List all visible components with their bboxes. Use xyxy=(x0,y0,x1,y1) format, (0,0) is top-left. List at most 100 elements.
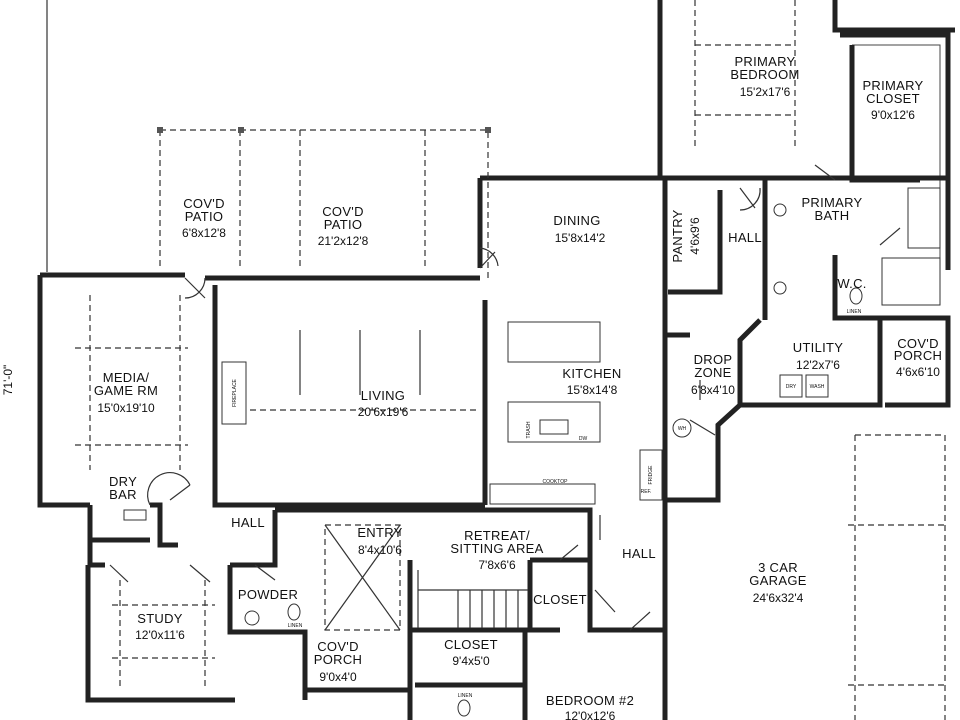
room-size: 15'2x17'6 xyxy=(740,85,791,99)
room-size: 12'0x11'6 xyxy=(135,628,185,642)
drop-zone-wall xyxy=(665,403,742,503)
door-swing xyxy=(689,419,716,436)
fixture-label: LINEN xyxy=(458,693,473,699)
fixture-labels: COOKTOP FIREPLACE FRIDGE REF. DW TRASH W… xyxy=(232,309,862,699)
room-pantry: PANTRY 4'6x9'6 xyxy=(670,209,702,262)
room-size: 9'0x4'0 xyxy=(319,670,357,684)
room-name: BEDROOM xyxy=(730,67,799,82)
study-outer xyxy=(85,565,235,703)
powder-walls xyxy=(227,565,308,700)
room-primary-closet: PRIMARY CLOSET 9'0x12'6 xyxy=(862,78,923,122)
door-swing xyxy=(814,164,836,181)
room-name: MEDIA/ xyxy=(103,370,150,385)
fixture-label: WASH xyxy=(810,384,825,390)
room-wc: W.C. xyxy=(837,276,866,291)
fixture-label: COOKTOP xyxy=(543,479,569,485)
room-size: 12'2x7'6 xyxy=(796,358,840,372)
patio-beams xyxy=(159,130,426,270)
toilet-icon xyxy=(287,603,301,621)
doors xyxy=(109,164,901,631)
room-covd-patio-small: COV'D PATIO 6'8x12'8 xyxy=(182,196,226,240)
entry-x xyxy=(324,524,401,631)
room-name: BAR xyxy=(109,487,137,502)
media-left-wall xyxy=(37,275,90,508)
room-name: COV'D xyxy=(183,196,225,211)
primary-closet-outer xyxy=(840,32,951,270)
room-size: 4'6x6'10 xyxy=(896,365,940,379)
room-name: SITTING AREA xyxy=(450,541,543,556)
room-size: 9'0x12'6 xyxy=(871,108,915,122)
garage-bay-dash xyxy=(848,524,945,686)
door-swing xyxy=(879,227,901,246)
room-size: 15'0x19'10 xyxy=(97,401,155,415)
room-size: 15'8x14'2 xyxy=(555,231,606,245)
room-primary-bedroom: PRIMARY BEDROOM 15'2x17'6 xyxy=(730,54,799,99)
toilet-icon xyxy=(457,699,471,717)
fixture-label: FRIDGE xyxy=(648,465,654,485)
fixture-label: WH xyxy=(678,426,687,432)
door-swing xyxy=(109,564,211,583)
room-closet-lower: CLOSET 9'4x5'0 xyxy=(444,637,498,668)
room-kitchen: KITCHEN 15'8x14'8 xyxy=(562,366,621,397)
fireplace-icon xyxy=(221,361,247,425)
room-name: PANTRY xyxy=(670,209,685,262)
door-swing xyxy=(254,564,276,581)
fixture-label: REF. xyxy=(641,489,652,495)
primary-wing-wall-top xyxy=(832,0,955,33)
room-name: COV'D xyxy=(322,204,364,219)
room-name: 3 CAR xyxy=(758,560,798,575)
room-size: 6'8x12'8 xyxy=(182,226,226,240)
room-entry: ENTRY 8'4x10'6 xyxy=(357,525,402,557)
room-name: PATIO xyxy=(324,217,363,232)
fridge-icon xyxy=(639,449,663,501)
washer-icon xyxy=(805,374,829,398)
patio-post xyxy=(485,127,491,133)
wc-wall xyxy=(832,255,880,321)
door-swing xyxy=(147,472,191,506)
walls xyxy=(37,0,955,720)
patio-post xyxy=(238,127,244,133)
patio-post xyxy=(157,127,163,133)
study-ceiling-dash xyxy=(112,580,215,690)
room-size: 8'4x10'6 xyxy=(358,543,402,557)
room-name: BEDROOM #2 xyxy=(546,693,634,708)
water-heater-icon xyxy=(672,418,692,438)
living-walls xyxy=(212,285,485,508)
room-name: RETREAT/ xyxy=(464,528,530,543)
bathtub-icon xyxy=(907,187,941,249)
room-name: GARAGE xyxy=(749,573,806,588)
lavatory-icon xyxy=(773,203,787,217)
pantry-wall xyxy=(668,190,723,295)
fixture-label: LINEN xyxy=(847,309,862,315)
room-garage: 3 CAR GARAGE 24'6x32'4 xyxy=(749,560,806,605)
room-living: LIVING 20'6x19'6 xyxy=(358,388,409,419)
room-dry-bar: DRY BAR xyxy=(109,474,137,502)
room-name: DINING xyxy=(553,213,600,228)
room-name: PORCH xyxy=(894,348,942,363)
shower-stall xyxy=(881,257,941,306)
patio-structure xyxy=(75,0,946,720)
room-size: 24'6x32'4 xyxy=(753,591,804,605)
hall-right-wall xyxy=(230,510,278,568)
room-covd-porch-front: COV'D PORCH 9'0x4'0 xyxy=(314,639,362,684)
toilet-icon xyxy=(849,287,863,305)
room-size: 4'6x9'6 xyxy=(688,217,702,255)
room-media: MEDIA/ GAME RM 15'0x19'10 xyxy=(94,370,158,415)
room-size: 12'0x12'6 xyxy=(565,709,616,720)
room-size: 15'8x14'8 xyxy=(567,383,618,397)
room-name: COV'D xyxy=(897,336,939,351)
sink-icon xyxy=(539,419,569,435)
door-swing xyxy=(479,247,499,269)
room-hall-top: HALL xyxy=(728,230,762,245)
living-beams xyxy=(299,330,421,395)
room-name: STUDY xyxy=(137,611,183,626)
room-size: 7'8x6'6 xyxy=(478,558,516,572)
door-swing xyxy=(739,187,761,211)
bedroom-ceiling-dash xyxy=(694,0,796,150)
door-swing xyxy=(594,589,651,631)
lavatory-icon xyxy=(244,610,260,626)
fixture-label: DW xyxy=(579,436,588,442)
room-name: CLOSET xyxy=(444,637,498,652)
room-size: 21'2x12'8 xyxy=(318,234,369,248)
room-covd-porch-right: COV'D PORCH 4'6x6'10 xyxy=(894,336,942,379)
